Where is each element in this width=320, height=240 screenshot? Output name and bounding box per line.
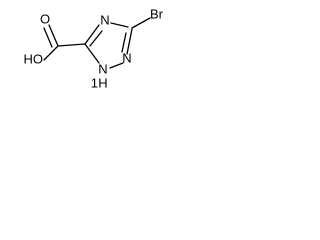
bond-n1-n2: [109, 62, 124, 69]
ring-nh-hydrogen-label: H: [98, 75, 107, 90]
ring-nitrogen-right-label: N: [122, 50, 131, 65]
bond-c5-br: [131, 17, 151, 29]
hydroxyl-label: HO: [24, 51, 44, 66]
bond-carbonyl-outer: [48, 24, 59, 47]
bond-c5-n1-double-outer: [126, 28, 133, 55]
bromine-label: Br: [150, 6, 164, 21]
bond-c3-n4-double-inner: [89, 30, 103, 47]
molecule-structure: Br N N N H 1 O HO: [24, 6, 164, 90]
bond-c3-carboxyl: [57, 43, 86, 47]
carbonyl-oxygen-label: O: [40, 11, 50, 26]
bond-c-oh: [43, 45, 59, 61]
ring-nh-nitrogen-label: N: [98, 61, 107, 76]
bond-n4-c5: [110, 22, 129, 28]
bond-carbonyl-inner: [43, 27, 53, 48]
bond-c3-n4-double-outer: [84, 24, 100, 45]
bond-n2-c3: [84, 43, 100, 64]
ring-nitrogen-top-label: N: [100, 12, 109, 27]
bond-c5-n1-double-inner: [121, 32, 127, 53]
ring-nh-position-label: 1: [91, 75, 98, 90]
